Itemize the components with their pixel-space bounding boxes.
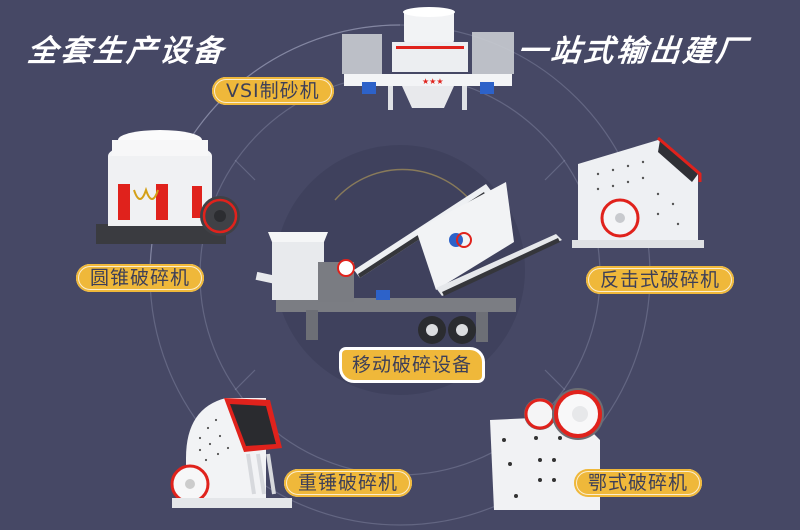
svg-text:★★★: ★★★ [422,77,444,86]
impact-crusher-image [572,136,704,248]
label-jaw-crusher[interactable]: 鄂式破碎机 [574,469,703,497]
cone-crusher-image [96,130,240,244]
vsi-sand-maker-image: ★★★ [342,7,514,110]
mobile-crushing-plant-image [255,182,562,344]
jaw-crusher-image [490,388,604,510]
label-cone-crusher[interactable]: 圆锥破碎机 [76,264,205,292]
hammer-crusher-image [170,398,292,508]
label-mobile-crushing-plant[interactable]: 移动破碎设备 [342,350,483,380]
label-impact-crusher[interactable]: 反击式破碎机 [586,266,735,294]
label-vsi-sand-maker[interactable]: VSI制砂机 [212,77,334,105]
headline-one-stop-build: 一站式输出建厂 [515,34,751,69]
headline-full-equipment: 全套生产设备 [25,34,228,69]
label-hammer-crusher[interactable]: 重锤破碎机 [284,469,413,497]
